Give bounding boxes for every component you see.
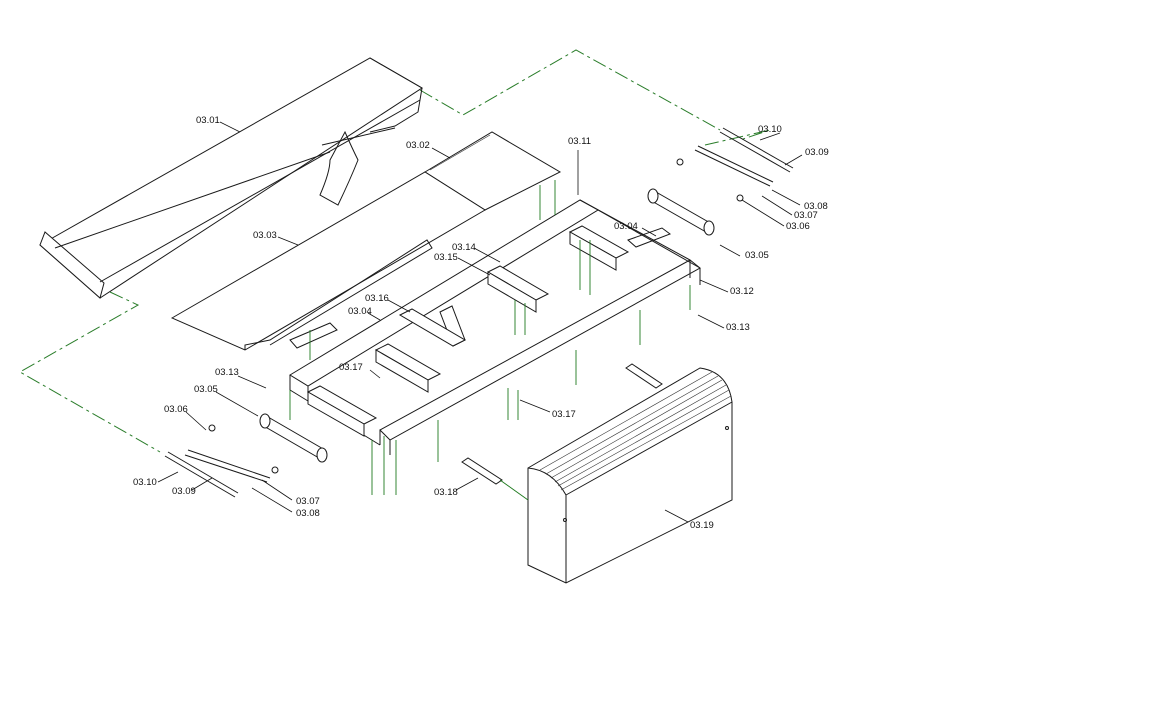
- label-0309-right: 03.09: [805, 147, 829, 158]
- label-0307-right: 03.07: [794, 210, 818, 221]
- label-0304-left: 03.04: [348, 306, 372, 317]
- label-0310-left: 03.10: [133, 477, 157, 488]
- label-0302: 03.02: [406, 140, 430, 151]
- label-0310-right: 03.10: [758, 124, 782, 135]
- label-0313-right: 03.13: [726, 322, 750, 333]
- part-bar-upper: [625, 363, 663, 389]
- label-0312: 03.12: [730, 286, 754, 297]
- label-0303: 03.03: [253, 230, 277, 241]
- part-angle-0304-left: [289, 322, 338, 349]
- label-0306-right: 03.06: [786, 221, 810, 232]
- part-labels: 03.01 03.02 03.03 03.04 03.04 03.05 03.0…: [133, 115, 829, 531]
- part-cover-0319: [527, 367, 733, 584]
- part-roller-0305-left: [259, 413, 328, 463]
- cross-members: [306, 225, 630, 437]
- label-0315: 03.15: [434, 252, 458, 263]
- label-0304-right: 03.04: [614, 221, 638, 232]
- label-0308-left: 03.08: [296, 508, 320, 519]
- label-0319: 03.19: [690, 520, 714, 531]
- label-0311: 03.11: [568, 136, 591, 147]
- label-0316: 03.16: [365, 293, 389, 304]
- tensioner-right: [676, 127, 794, 202]
- label-0314: 03.14: [452, 242, 476, 253]
- label-0309-left: 03.09: [172, 486, 196, 497]
- assembly-path-left: [18, 291, 161, 453]
- leader-lines: [157, 121, 803, 523]
- part-roller-0305-right: [647, 188, 715, 236]
- label-0308-right: 03.08: [804, 201, 828, 212]
- fastener-lines: [289, 180, 691, 501]
- label-0305-left: 03.05: [194, 384, 218, 395]
- assembly-path-right: [704, 129, 771, 146]
- label-0318: 03.18: [434, 487, 458, 498]
- label-0307-left: 03.07: [296, 496, 320, 507]
- part-bar-0318: [461, 457, 503, 485]
- label-0317-left: 03.17: [339, 362, 363, 373]
- assembly-path-outer: [419, 49, 721, 131]
- label-0305-right: 03.05: [745, 250, 769, 261]
- part-cover-0301: [39, 57, 423, 299]
- label-0306-left: 03.06: [164, 404, 188, 415]
- tensioner-left: [164, 424, 279, 498]
- label-0313-left: 03.13: [215, 367, 239, 378]
- part-plate-0303: [170, 171, 486, 351]
- label-0301: 03.01: [196, 115, 220, 126]
- label-0317-right: 03.17: [552, 409, 576, 420]
